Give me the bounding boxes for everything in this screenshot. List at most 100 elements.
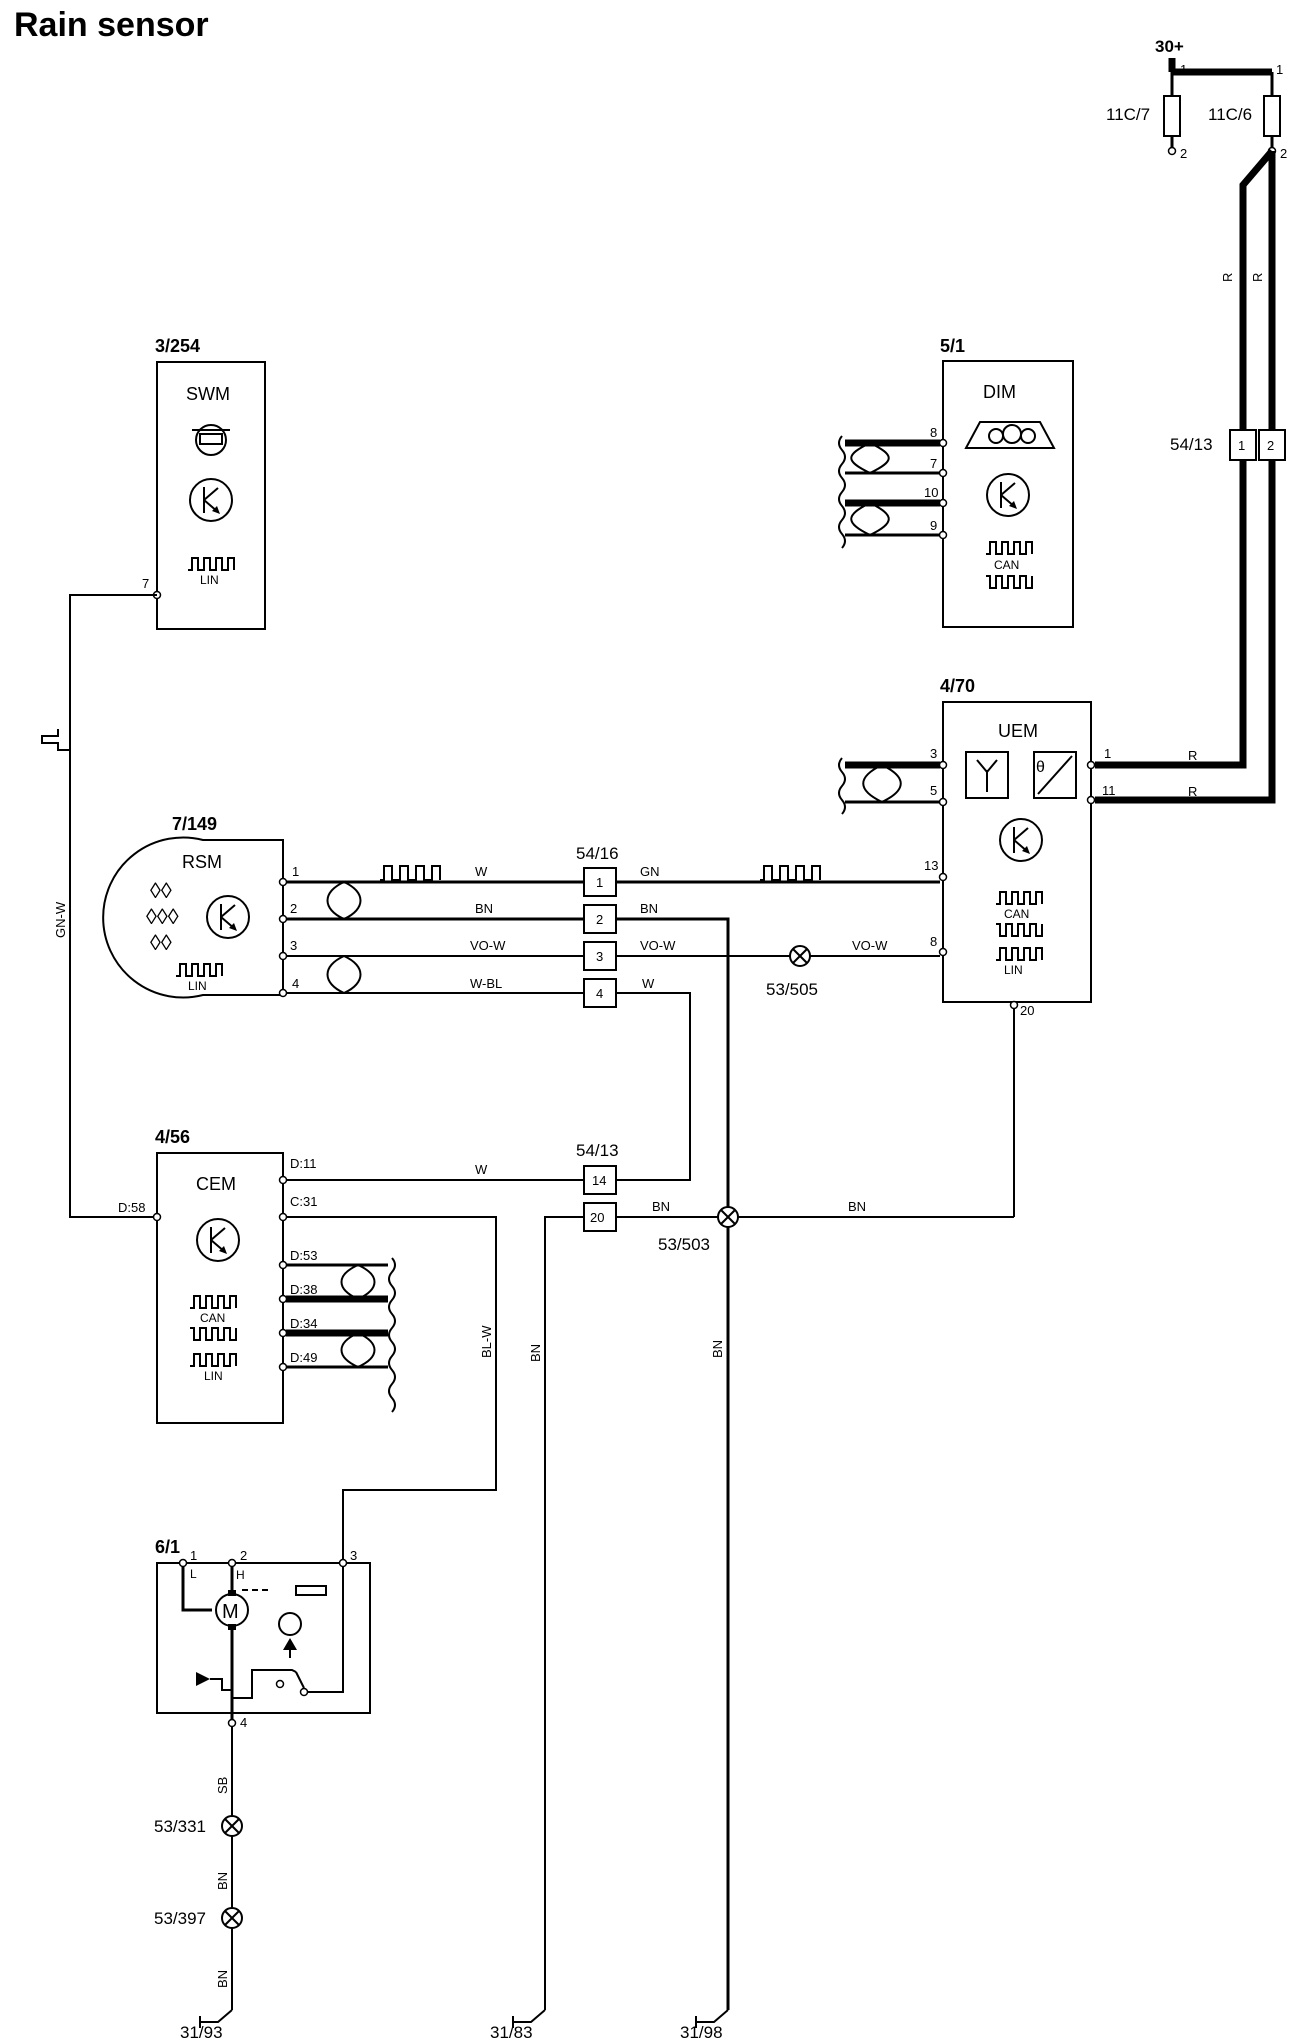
- bus-label: LIN: [200, 573, 219, 587]
- svg-text:◊◊: ◊◊: [150, 930, 172, 955]
- pin-label: 13: [924, 858, 938, 873]
- wire-cem-c31: BL-W: [286, 1216, 497, 1563]
- motor-icon: M: [181, 1566, 327, 1720]
- fuse-pin: 2: [1280, 146, 1287, 161]
- rsm-module: 7/149 RSM ◊◊ ◊◊◊ ◊◊ LIN 1 2 3 4: [102, 814, 299, 999]
- fuse-pin: 2: [1180, 146, 1187, 161]
- wire-color-label: R: [1220, 273, 1235, 282]
- wire-color-label: VO-W: [470, 938, 506, 953]
- fuse-11c7: 1 2 11C/7: [1106, 62, 1187, 161]
- svg-text:◊◊◊: ◊◊◊: [146, 904, 179, 929]
- pin-label: 2: [290, 901, 297, 916]
- motor-label: M: [222, 1601, 239, 1623]
- splice-53-503: 53/503: [658, 1206, 739, 1254]
- wire-color-label: BN: [528, 1344, 543, 1362]
- fuse-pin: 1: [1180, 62, 1187, 77]
- cem-module: 4/56 CEM CAN LIN D:58 D:11 C:31 D:53 D:3…: [118, 1127, 396, 1424]
- ground-switch-icon: [196, 1672, 232, 1691]
- ground-label: 31/98: [680, 2023, 723, 2040]
- splice-label: 53/505: [766, 980, 818, 999]
- splice-label: 53/397: [154, 1909, 206, 1928]
- swm-module: 3/254 SWM LIN 7: [142, 336, 266, 630]
- c5416-output-wires: GN BN VO-W VO-W W: [616, 864, 940, 2010]
- lin-signal-icon: LIN: [190, 1353, 237, 1383]
- ground-31-93: 31/93: [180, 2009, 233, 2040]
- fuse-label: 11C/7: [1106, 105, 1150, 124]
- splice-label: 53/503: [658, 1235, 710, 1254]
- pin-label: 4: [240, 1715, 247, 1730]
- pin-label: 7: [930, 456, 937, 471]
- svg-text:θ: θ: [1036, 759, 1045, 776]
- pin-label: 7: [142, 576, 149, 591]
- rsm-body: [102, 836, 284, 999]
- lin-signal-icon: LIN: [996, 947, 1043, 977]
- wire-color-label: SB: [215, 1777, 230, 1794]
- wire-color-label: R: [1250, 273, 1265, 282]
- component-name: RSM: [182, 852, 222, 872]
- bus-label: LIN: [1004, 963, 1023, 977]
- motor-ground-path: SB BN BN: [215, 1726, 233, 2010]
- splice-53-505: 53/505: [766, 945, 818, 999]
- pin-label: 3: [350, 1548, 357, 1563]
- steering-wheel-icon: [192, 424, 230, 456]
- wire-color-label: R: [1188, 748, 1197, 763]
- uem-module: 4/70 UEM θ CAN LIN: [838, 676, 1197, 1018]
- ground-label: 31/83: [490, 2023, 533, 2040]
- connector-pin: 4: [596, 986, 603, 1001]
- ground-31-98: 31/98: [680, 2009, 729, 2040]
- wire-color-label: W: [475, 1162, 488, 1177]
- bus-label: CAN: [994, 558, 1019, 572]
- splice-label: 53/331: [154, 1817, 206, 1836]
- wire-color-label: VO-W: [640, 938, 676, 953]
- transistor-icon: [206, 895, 250, 939]
- can-signal-icon: CAN: [996, 891, 1043, 937]
- connector-pin: 1: [1238, 438, 1245, 453]
- fuse-pin: 1: [1276, 62, 1283, 77]
- speed-label: H: [236, 1568, 245, 1582]
- pin-label: D:53: [290, 1248, 317, 1263]
- connector-pin: 14: [592, 1173, 606, 1188]
- pin-label: D:58: [118, 1200, 145, 1215]
- feed-wires-r: R R: [1220, 148, 1276, 430]
- raindrops-icon: ◊◊ ◊◊◊ ◊◊: [146, 878, 179, 955]
- rsm-wires: W BN VO-W W-BL: [286, 864, 584, 994]
- ground-label: 31/93: [180, 2023, 223, 2040]
- component-name: SWM: [186, 384, 230, 404]
- splice-53-331: 53/331: [154, 1815, 243, 1837]
- pin-label: 20: [1020, 1003, 1034, 1018]
- transistor-icon: [196, 1218, 240, 1262]
- wire-color-label: GN: [640, 864, 660, 879]
- connector-label: 54/13: [1170, 435, 1213, 454]
- connector-label: 54/16: [576, 844, 619, 863]
- pin-label: C:31: [290, 1194, 317, 1209]
- fuse-label: 11C/6: [1208, 105, 1252, 124]
- power-supply: 30+: [1155, 37, 1272, 76]
- ground-31-83: 31/83: [490, 2009, 546, 2040]
- connector-pin: 2: [596, 912, 603, 927]
- wiper-motor-module: 6/1 1 2 3 4 L H M: [155, 1537, 371, 1730]
- component-code: 3/254: [155, 336, 200, 356]
- pin-label: D:34: [290, 1316, 317, 1331]
- component-code: 7/149: [172, 814, 217, 834]
- component-code: 5/1: [940, 336, 965, 356]
- swm-body: [156, 361, 266, 630]
- wire-color-label: BN: [640, 901, 658, 916]
- wire-color-label: W: [642, 976, 655, 991]
- instrument-cluster-icon: [964, 421, 1056, 449]
- bus-label: CAN: [1004, 907, 1029, 921]
- dim-module: 5/1 DIM CAN 8 7 10 9: [838, 336, 1074, 628]
- wire-color-label: BN: [215, 1872, 230, 1890]
- pin-label: 11: [1102, 783, 1116, 798]
- pin-label: 8: [930, 425, 937, 440]
- bus-label: CAN: [200, 1311, 225, 1325]
- connector-pin: 3: [596, 949, 603, 964]
- power-label: 30+: [1155, 37, 1184, 56]
- fuse-11c6: 1 2 11C/6: [1208, 62, 1287, 161]
- connector-54-13-mid: 54/13 14 20: [576, 1141, 619, 1232]
- wire-color-label: BN: [475, 901, 493, 916]
- wire-color-label: R: [1188, 784, 1197, 799]
- connector-54-16: 54/16 1 2 3 4: [576, 844, 619, 1008]
- page-title: Rain sensor: [14, 6, 209, 44]
- pin-label: 5: [930, 783, 937, 798]
